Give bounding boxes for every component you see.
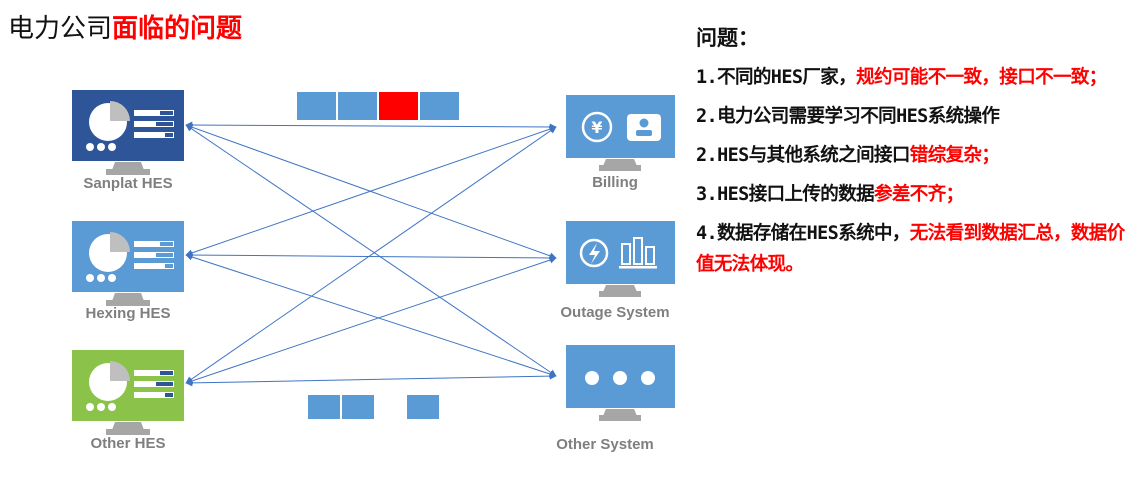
power-bolt-icon bbox=[579, 238, 609, 268]
pie-chart-icon bbox=[89, 232, 130, 272]
problem-item-2: 2.电力公司需要学习不同HES系统操作 bbox=[696, 101, 1142, 132]
monitor-outage-system bbox=[566, 221, 675, 297]
problem-item-4-highlight: 参差不齐； bbox=[874, 184, 964, 205]
monitor-other-hes bbox=[72, 350, 184, 435]
bar-list-icon bbox=[134, 370, 174, 398]
bar-list-icon bbox=[134, 241, 174, 269]
link-other-hes-outage bbox=[185, 256, 557, 385]
network-diagram: ¥ bbox=[72, 90, 675, 435]
label-sanplat-hes: Sanplat HES bbox=[83, 175, 173, 192]
problems-panel: 问题： 1.不同的HES厂家，规约可能不一致，接口不一致； 2.电力公司需要学习… bbox=[696, 22, 1142, 288]
page-title: 电力公司面临的问题 bbox=[8, 8, 242, 45]
problem-item-5-highlight: 无法看到数据汇总，数据价值无法体现。 bbox=[696, 223, 1125, 275]
link-hexing-billing bbox=[185, 125, 557, 257]
problem-item-5-text: 4.数据存储在HES系统中， bbox=[696, 223, 910, 244]
problem-item-4: 3.HES接口上传的数据参差不齐； bbox=[696, 179, 1142, 210]
problem-item-3: 2.HES与其他系统之间接口错综复杂； bbox=[696, 140, 1142, 171]
packet-bottom-2 bbox=[342, 395, 374, 419]
problem-item-3-highlight: 错综复杂； bbox=[909, 145, 1000, 166]
label-billing: Billing bbox=[592, 174, 638, 191]
pie-chart-icon bbox=[89, 361, 130, 401]
problem-item-1-text: 1.不同的HES厂家， bbox=[696, 67, 857, 88]
problem-item-1-highlight: 规约可能不一致，接口不一致； bbox=[856, 67, 1107, 88]
problem-item-4-text: 3.HES接口上传的数据 bbox=[696, 184, 875, 205]
problem-item-2-text: 2.电力公司需要学习不同HES系统操作 bbox=[696, 106, 1000, 127]
svg-text:¥: ¥ bbox=[591, 118, 602, 137]
monitor-billing: ¥ bbox=[566, 95, 675, 171]
contact-card-icon bbox=[627, 114, 661, 141]
connection-lines bbox=[185, 121, 557, 387]
packet-top-2 bbox=[338, 92, 377, 120]
dots-icon bbox=[86, 274, 116, 282]
link-sanplat-other-system bbox=[185, 124, 557, 377]
packet-bottom-1 bbox=[308, 395, 340, 419]
monitor-hexing-hes bbox=[72, 221, 184, 306]
label-other-hes: Other HES bbox=[90, 435, 166, 452]
link-other-hes-other-system bbox=[185, 372, 557, 387]
dots-icon bbox=[585, 371, 655, 385]
packet-top-1 bbox=[297, 92, 336, 120]
packets-top bbox=[297, 92, 459, 120]
problem-item-3-text: 2.HES与其他系统之间接口 bbox=[696, 145, 910, 166]
problem-item-1: 1.不同的HES厂家，规约可能不一致，接口不一致； bbox=[696, 62, 1142, 93]
problems-heading: 问题： bbox=[696, 26, 759, 50]
label-outage-system: Outage System bbox=[560, 304, 670, 321]
dots-icon bbox=[86, 403, 116, 411]
bar-list-icon bbox=[134, 110, 174, 138]
label-other-system: Other System bbox=[556, 436, 654, 453]
pie-chart-icon bbox=[89, 101, 130, 141]
dots-icon bbox=[86, 143, 116, 151]
link-sanplat-billing bbox=[185, 121, 557, 131]
packet-top-4 bbox=[420, 92, 459, 120]
title-highlight: 面临的问题 bbox=[112, 14, 243, 44]
packet-top-3 bbox=[379, 92, 418, 120]
link-hexing-other-system bbox=[185, 253, 557, 378]
packet-bottom-3 bbox=[407, 395, 439, 419]
packets-bottom bbox=[308, 395, 439, 419]
problem-item-5: 4.数据存储在HES系统中，无法看到数据汇总，数据价值无法体现。 bbox=[696, 218, 1142, 280]
yen-coin-icon: ¥ bbox=[581, 111, 613, 143]
title-prefix: 电力公司 bbox=[8, 14, 113, 44]
label-hexing-hes: Hexing HES bbox=[85, 305, 171, 322]
monitor-other-system bbox=[566, 345, 675, 421]
monitor-sanplat-hes bbox=[72, 90, 184, 175]
bar-chart-icon bbox=[619, 237, 657, 269]
